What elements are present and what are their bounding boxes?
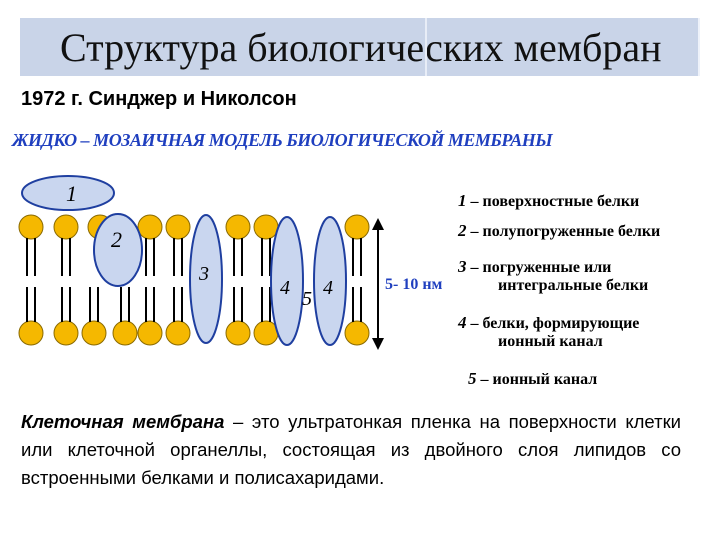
lipid-head [18, 214, 44, 240]
definition-paragraph: Клеточная мембрана – это ультратонкая пл… [21, 408, 681, 492]
definition-text: – это ультратонкая пленка на поверхности… [21, 411, 681, 488]
legend-item-4: 4 – белки, формирующие ионный канал [458, 313, 640, 351]
legend-text: полупогруженные белки [482, 223, 661, 240]
lipid-bilayer [18, 214, 370, 346]
legend-item-5: 5 – ионный канал [468, 369, 598, 389]
lipid-head [112, 320, 138, 346]
lipid-head [165, 214, 191, 240]
protein-channel-right [313, 216, 347, 346]
lipid-head [53, 320, 79, 346]
lipid-head [53, 214, 79, 240]
legend-text: белки, формирующие [482, 315, 640, 332]
lipid-head [81, 320, 107, 346]
label-protein-4-left: 4 [280, 277, 290, 299]
protein-semi-submerged [93, 213, 143, 287]
arrow-head-bottom [372, 338, 384, 350]
lipid-head [18, 320, 44, 346]
lipid-head [137, 214, 163, 240]
thickness-label: 5- 10 нм [385, 276, 443, 293]
legend-num: 3 [458, 257, 467, 276]
page-title: Структура биологических мембран [60, 25, 662, 70]
lipid-head [253, 214, 279, 240]
label-protein-4-right: 4 [323, 277, 333, 299]
legend-text: погруженные или [482, 259, 612, 276]
legend-num: 4 [458, 313, 467, 332]
protein-integral [189, 214, 223, 344]
legend-num: 1 [458, 191, 467, 210]
lipid-head [137, 320, 163, 346]
lipid-head [225, 320, 251, 346]
legend-text: ионный канал [492, 371, 598, 388]
label-ion-channel: 5 [302, 288, 312, 310]
lipid-head [344, 320, 370, 346]
protein-channel-left [270, 216, 304, 346]
legend-item-2: 2 – полупогруженные белки [458, 221, 661, 241]
lipid-head [225, 214, 251, 240]
legend-item-1: 1 – поверхностные белки [458, 191, 640, 211]
label-protein-1: 1 [66, 181, 77, 206]
subtitle: 1972 г. Синджер и Николсон [21, 88, 297, 110]
arrow-head-top [372, 218, 384, 230]
lipid-head [344, 214, 370, 240]
title-bar: Структура биологических мембран [20, 18, 700, 76]
lipid-head [165, 320, 191, 346]
label-protein-3: 3 [198, 263, 209, 285]
definition-term: Клеточная мембрана [21, 411, 225, 432]
legend-text-cont: интегральные белки [498, 277, 649, 294]
label-protein-2: 2 [111, 227, 122, 252]
legend-num: 5 [468, 369, 477, 388]
legend-text: поверхностные белки [482, 193, 640, 210]
protein-surface [21, 175, 115, 211]
legend-num: 2 [458, 221, 467, 240]
legend-item-3: 3 – погруженные или интегральные белки [458, 257, 649, 295]
legend-text-cont: ионный канал [498, 333, 603, 350]
model-title: ЖИДКО – МОЗАИЧНАЯ МОДЕЛЬ БИОЛОГИЧЕСКОЙ М… [12, 130, 553, 150]
